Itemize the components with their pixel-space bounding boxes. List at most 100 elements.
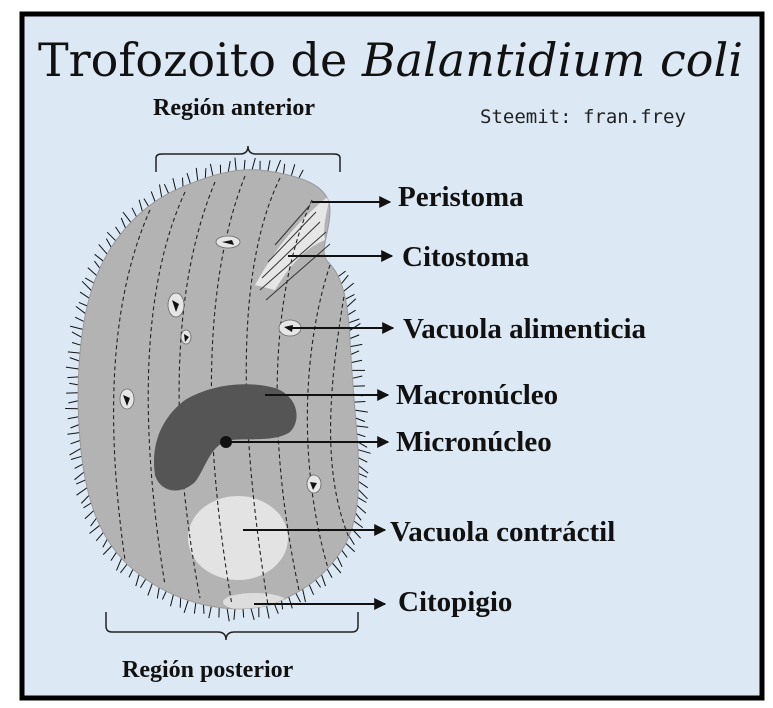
cilium <box>120 217 127 229</box>
cilium <box>352 375 363 379</box>
cilium <box>195 167 199 181</box>
credit-text: Steemit: fran.frey <box>480 106 686 128</box>
cilium <box>80 495 90 504</box>
cilium <box>102 539 108 548</box>
cilium <box>110 552 117 561</box>
cilium <box>355 417 366 423</box>
region-anterior-brace <box>155 145 341 172</box>
cilium <box>358 465 369 474</box>
cilium <box>128 569 134 578</box>
cilium <box>234 157 237 171</box>
cilium <box>116 558 123 571</box>
ciliary-row <box>276 199 313 596</box>
cilium <box>356 504 367 514</box>
cilium <box>170 594 174 607</box>
region-posterior-label: Región posterior <box>122 657 294 683</box>
cilium <box>98 244 108 255</box>
food-vacuoles <box>119 235 322 494</box>
cilium <box>356 425 369 428</box>
label-citopigio: Citopigio <box>398 586 512 618</box>
cilium <box>298 169 304 179</box>
cilium <box>76 487 88 496</box>
food-vacuole <box>180 329 192 345</box>
label-arrows <box>228 196 395 610</box>
cilium <box>68 400 79 404</box>
ciliary-rows <box>113 175 351 606</box>
cilium <box>326 568 333 578</box>
cilium <box>70 440 81 445</box>
cytostome-line <box>267 211 317 263</box>
cilium <box>251 157 256 170</box>
cilium <box>79 291 90 299</box>
cilium <box>74 471 85 481</box>
cilium <box>67 416 79 420</box>
cilium <box>351 359 363 363</box>
cilium <box>242 608 245 618</box>
cilium <box>273 603 279 614</box>
cilium <box>84 510 95 520</box>
cilium <box>227 160 231 173</box>
cilium <box>105 238 112 248</box>
cilium <box>341 549 348 558</box>
ciliary-row <box>147 191 186 586</box>
cilium <box>343 282 355 292</box>
cilium <box>193 602 197 614</box>
cilium <box>336 556 343 568</box>
food-vacuole <box>215 235 241 249</box>
label-peristoma: Peristoma <box>398 181 524 213</box>
cilium <box>355 512 362 521</box>
cilium <box>147 583 153 596</box>
cytostome-lines <box>259 204 331 301</box>
cytostome-line <box>274 204 311 246</box>
ciliary-row <box>245 177 281 606</box>
cilium <box>135 574 140 587</box>
food-vacuole <box>306 474 322 494</box>
cilium <box>161 590 167 600</box>
cilium <box>65 366 79 370</box>
cilium <box>357 449 371 454</box>
cilium <box>78 301 88 307</box>
title-prefix: Trofozoito de <box>38 33 362 87</box>
cilium <box>302 588 306 603</box>
cilium <box>75 306 86 315</box>
cilium <box>67 376 79 379</box>
cilium <box>346 298 357 308</box>
ciliary-row <box>210 175 246 606</box>
cilium <box>208 606 212 619</box>
food-vacuole <box>119 388 135 410</box>
cilium <box>172 178 177 191</box>
cilium <box>353 520 364 529</box>
cilium <box>338 270 346 277</box>
cilium <box>70 455 82 460</box>
label-citostoma: Citostoma <box>402 241 530 273</box>
cytostome-line <box>259 231 327 291</box>
cilium <box>267 160 271 172</box>
cilium <box>321 574 326 587</box>
cilium <box>87 267 98 276</box>
cilium <box>358 481 368 489</box>
cilium <box>139 578 147 588</box>
cilium <box>354 401 366 403</box>
cilium <box>179 597 182 608</box>
cilium <box>150 191 156 202</box>
cilium <box>67 351 80 354</box>
cilium <box>84 277 95 284</box>
cilium <box>348 535 355 545</box>
cilium <box>203 604 205 614</box>
cilium <box>186 172 191 184</box>
label-micronucleo: Micronúcleo <box>396 426 552 458</box>
cilium <box>71 331 82 338</box>
cilium <box>332 562 342 574</box>
label-vacuola-contractil: Vacuola contráctil <box>390 516 615 548</box>
cilium <box>350 350 360 355</box>
cilium <box>345 543 356 553</box>
cilium <box>275 159 282 173</box>
cilium <box>106 231 117 242</box>
cilium <box>94 260 101 269</box>
cilium <box>358 473 368 478</box>
contractile-vacuole <box>188 496 288 580</box>
cilium <box>209 163 214 176</box>
cytostome-line <box>261 221 321 279</box>
cilium <box>102 545 113 555</box>
cilium <box>74 316 85 323</box>
